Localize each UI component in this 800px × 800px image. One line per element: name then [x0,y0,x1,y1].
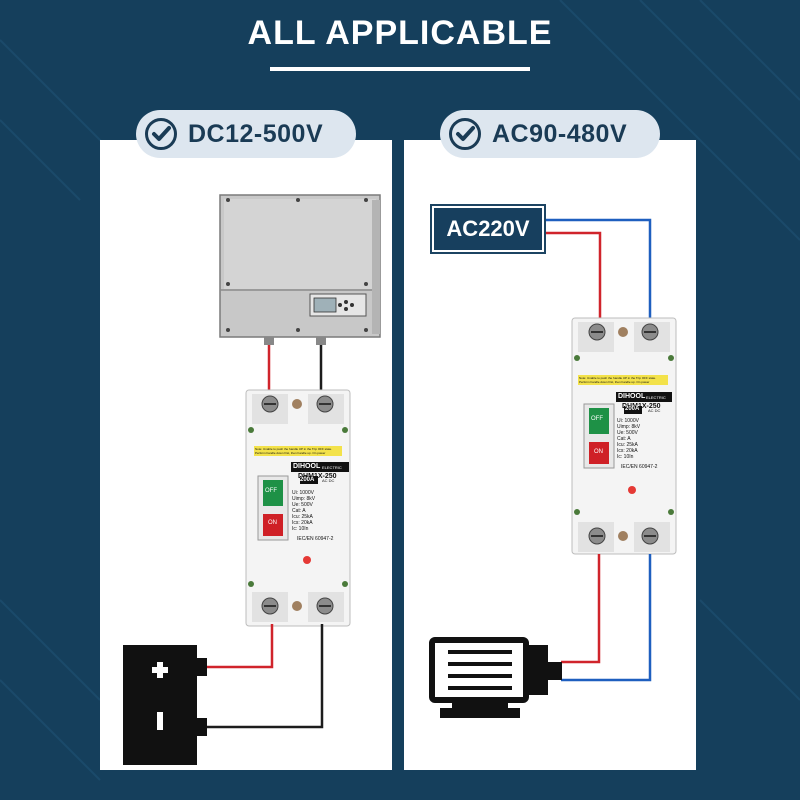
dc-voltage-label: DC12-500V [188,119,324,148]
breaker-off-label: OFF [265,488,277,494]
breaker-standard: IEC/EN 60947-2 [621,464,658,470]
spec-line: Ics: 20kA [617,448,638,454]
spec-line: Cat: A [617,436,631,442]
spec-line: Icu: 25kA [292,514,313,520]
breaker-off-label: OFF [591,416,603,422]
breaker-note: Note: Unable to push the handle UP in th… [579,376,656,384]
spec-line: Ue: 500V [617,430,638,436]
breaker-brand: DIHOOL [293,463,321,470]
spec-line: Ics: 20kA [292,520,313,526]
ac-source-box: AC220V [430,204,546,254]
spec-line: Ic: 10In [292,526,309,532]
check-circle-icon [145,118,177,150]
breaker-model: DHM1X-250 [298,473,337,480]
breaker-model: DHM1X-250 [622,403,661,410]
ac-voltage-label: AC90-480V [492,119,628,148]
breaker-on-label: ON [268,520,277,526]
spec-line: Uimp: 8kV [617,424,641,430]
spec-line: Ic: 10In [617,454,634,460]
spec-line: Uimp: 8kV [292,496,316,502]
breaker-brand-sub: ELECTRIC [322,465,342,470]
motor-icon [429,637,562,718]
spec-line: Ue: 500V [292,502,313,508]
spec-line: Ui: 1000V [617,418,639,424]
breaker-icon [245,389,351,627]
inverter-icon [219,194,381,345]
breaker-brand: DIHOOL [618,393,646,400]
breaker-icon [571,317,677,555]
breaker-specs: Ui: 1000V Uimp: 8kV Ue: 500V Cat: A Icu:… [292,490,344,532]
breaker-rating: 200A [300,477,315,483]
title-underline [270,67,530,71]
ac-source-label: AC220V [446,216,530,241]
breaker-current-type: AC DC [648,408,661,413]
page-title: ALL APPLICABLE [247,14,553,52]
dc-voltage-badge: DC12-500V [136,110,356,158]
battery-icon [123,645,207,765]
breaker-on-label: ON [594,449,603,455]
breaker-specs: Ui: 1000V Uimp: 8kV Ue: 500V Cat: A Icu:… [617,418,669,460]
breaker-standard: IEC/EN 60947-2 [297,536,334,542]
spec-line: Cat: A [292,508,306,514]
breaker-rating: 200A [625,406,640,412]
spec-line: Ui: 1000V [292,490,314,496]
breaker-note: Note: Unable to push the handle UP in th… [255,447,332,455]
check-circle-icon [449,118,481,150]
spec-line: Icu: 25kA [617,442,638,448]
breaker-brand-sub: ELECTRIC [646,395,666,400]
breaker-current-type: AC DC [322,478,335,483]
ac-voltage-badge: AC90-480V [440,110,660,158]
